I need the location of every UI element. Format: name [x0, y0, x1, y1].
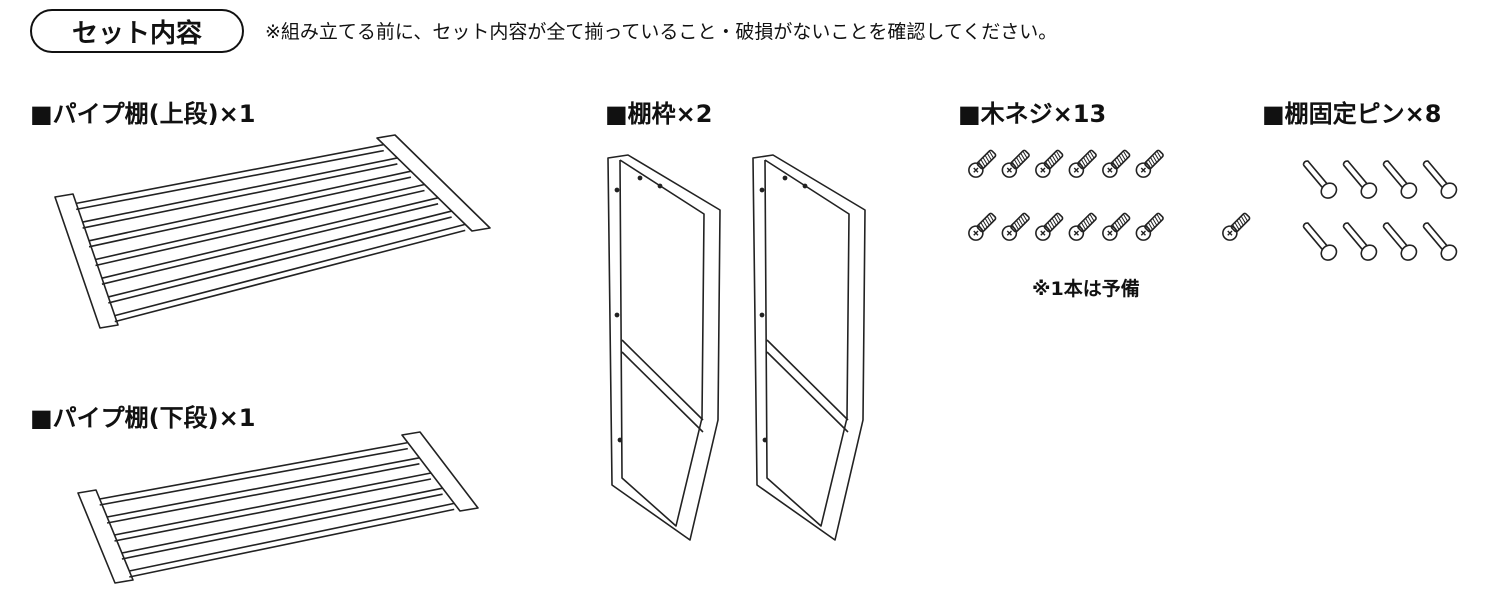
- screw-hole: [614, 187, 620, 193]
- wood-screw: [1001, 212, 1030, 241]
- shelf-pipe: [129, 502, 455, 572]
- shelf-pipe: [114, 223, 466, 317]
- frame-crossbar: [621, 339, 704, 421]
- shelf-pipe: [106, 457, 420, 518]
- shelf-pin: [1342, 160, 1378, 199]
- shelf-end-plate: [401, 431, 479, 512]
- shelf-pipe: [101, 197, 439, 279]
- wood-screw: [1068, 212, 1097, 241]
- shelf-pipe: [99, 441, 408, 500]
- screw-hole: [637, 175, 643, 181]
- part-heading-wood-screw: ■木ネジ×13: [958, 100, 1107, 128]
- screw-hole: [759, 187, 765, 193]
- section-title-badge: セット内容: [30, 9, 244, 53]
- screw-hole: [759, 312, 765, 318]
- shelf-pipe: [121, 493, 443, 560]
- shelf-pin: [1382, 160, 1418, 199]
- frame-inner: [619, 159, 705, 527]
- screw-hole: [614, 312, 620, 318]
- shelf-pipe: [76, 143, 384, 205]
- shelf-pipe: [95, 189, 425, 267]
- shelf-pin: [1422, 160, 1458, 199]
- shelf-pipe: [101, 203, 439, 285]
- screw-hole: [782, 175, 788, 181]
- screw-hole: [802, 183, 808, 189]
- wood-screw: [1102, 212, 1131, 241]
- shelf-pin: [1342, 222, 1378, 261]
- shelf-end-plate: [77, 489, 134, 584]
- shelf-pipe: [121, 487, 443, 554]
- shelf-pipe: [114, 478, 432, 542]
- shelf-pipe: [88, 170, 412, 242]
- shelf-pipe: [88, 176, 412, 248]
- wood-screw: [1001, 149, 1030, 178]
- part-heading-shelf-frame: ■棚枠×2: [605, 100, 713, 128]
- shelf-pipe: [129, 508, 455, 578]
- shelf-pipe: [82, 163, 398, 229]
- part-heading-upper-shelf: ■パイプ棚(上段)×1: [30, 100, 256, 128]
- shelf-frame-drawing: [607, 154, 866, 541]
- shelf-pin: [1382, 222, 1418, 261]
- shelf-pipe: [99, 447, 408, 506]
- wood-screw: [968, 212, 997, 241]
- shelf-pipe: [76, 149, 384, 211]
- instruction-note: ※組み立てる前に、セット内容が全て揃っていること・破損がないことを確認してくださ…: [265, 21, 1058, 43]
- screw-hole: [762, 437, 768, 443]
- upper-pipe-shelf-drawing: [54, 134, 491, 329]
- shelf-pin: [1422, 222, 1458, 261]
- shelf-pipe: [82, 157, 398, 223]
- wood-screw: [1068, 149, 1097, 178]
- wood-screw: [1035, 149, 1064, 178]
- shelf-end-plate: [54, 193, 119, 329]
- shelf-pipe: [114, 229, 466, 323]
- frame-crossbar: [766, 339, 849, 421]
- spare-note: ※1本は予備: [1032, 278, 1140, 300]
- frame-inner: [764, 159, 850, 527]
- shelf-pipe: [95, 183, 425, 261]
- shelf-pin: [1302, 160, 1338, 199]
- shelf-pipe: [106, 463, 420, 524]
- part-heading-shelf-pin: ■棚固定ピン×8: [1262, 100, 1442, 128]
- wood-screw: [1102, 149, 1131, 178]
- part-heading-lower-shelf: ■パイプ棚(下段)×1: [30, 404, 256, 432]
- wood-screw: [1135, 149, 1164, 178]
- wood-screws-drawing: [968, 149, 1251, 241]
- screw-hole: [657, 183, 663, 189]
- wood-screw: [1222, 212, 1251, 241]
- shelf-pipe: [108, 210, 452, 298]
- wood-screw: [968, 149, 997, 178]
- shelf-pins-drawing: [1302, 160, 1458, 261]
- section-title: セット内容: [71, 18, 202, 49]
- wood-screw: [1035, 212, 1064, 241]
- frame-outline: [607, 154, 721, 541]
- shelf-pipe: [114, 472, 432, 536]
- shelf-end-plate: [376, 134, 491, 232]
- frame-outline: [752, 154, 866, 541]
- shelf-pipe: [108, 216, 452, 304]
- frame-crossbar: [766, 351, 849, 433]
- frame-crossbar: [621, 351, 704, 433]
- wood-screw: [1135, 212, 1164, 241]
- lower-pipe-shelf-drawing: [77, 431, 479, 584]
- screw-hole: [617, 437, 623, 443]
- shelf-pin: [1302, 222, 1338, 261]
